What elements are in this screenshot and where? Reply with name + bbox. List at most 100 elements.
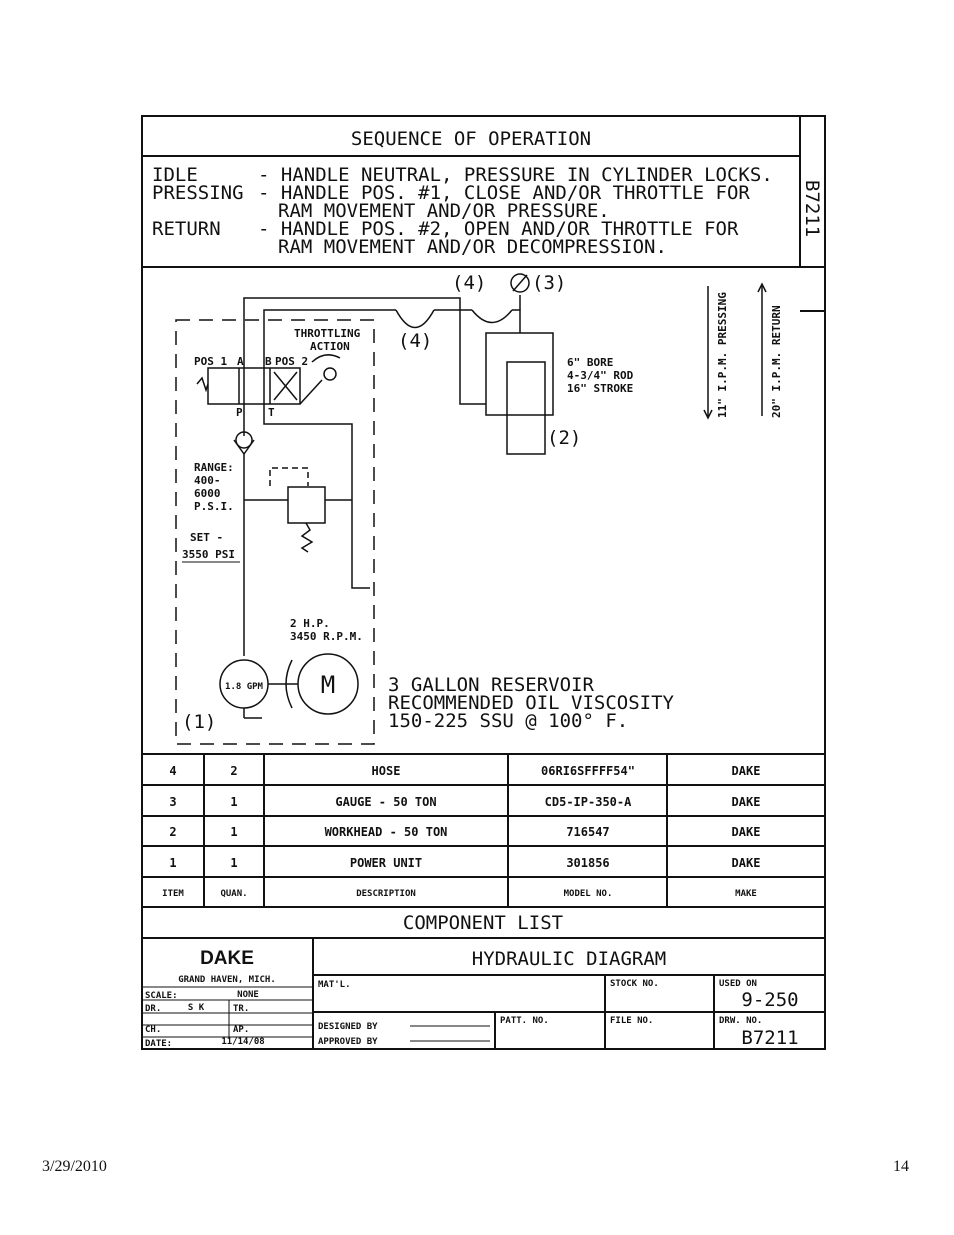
reservoir-line-3: 150-225 SSU @ 100° F. [388,710,628,732]
ap-label: AP. [233,1025,249,1035]
scale-value: NONE [237,990,259,1000]
table-row-3-desc: GAUGE - 50 TON [335,795,436,809]
label-action: ACTION [310,340,350,353]
company-name: DAKE [200,948,254,969]
side-drawing-id: B7211 [801,180,823,237]
table-row-2-item: 2 [169,825,176,839]
table-row-4-model: 06RI6SFFFF54" [541,764,635,778]
column-header-item: ITEM [162,889,184,899]
table-row-2-quan: 1 [230,825,237,839]
step-return-desc-2: RAM MOVEMENT AND/OR DECOMPRESSION. [278,236,667,258]
table-row-4-quan: 2 [230,764,237,778]
label-pos2: POS 2 [275,355,308,368]
table-row-1-model: 301856 [566,856,609,870]
label-hose-4-lower: (4) [398,330,432,352]
table-row-4-desc: HOSE [372,764,401,778]
sequence-steps: IDLE - HANDLE NEUTRAL, PRESSURE IN CYLIN… [152,164,773,258]
label-pump-gpm: 1.8 GPM [225,682,264,692]
step-pressing-desc-2: RAM MOVEMENT AND/OR PRESSURE. [278,200,610,222]
label-range-3: 6000 [194,487,221,500]
tr-label: TR. [233,1004,249,1014]
page-number: 14 [893,1158,909,1175]
label-t: T [268,406,275,419]
label-gauge-3: (3) [532,272,566,294]
label-return-speed: 20" I.P.M. RETURN [770,305,783,418]
hose-arc-lower [395,309,435,329]
table-row-2-model: 716547 [566,825,609,839]
label-cylinder-2: (2) [547,427,581,449]
date-label: DATE: [145,1039,172,1049]
label-stroke: 16" STROKE [567,382,633,395]
used-on-value: 9-250 [741,989,798,1011]
step-pressing-term: PRESSING [152,182,244,204]
drw-label: DRW. NO. [719,1016,762,1026]
designed-by-label: DESIGNED BY [318,1022,378,1032]
label-rod: 4-3/4" ROD [567,369,634,382]
title-block: DAKE GRAND HAVEN, MICH. SCALE: NONE DR. … [145,948,799,1049]
cylinder-rod [506,361,546,455]
table-row-2-desc: WORKHEAD - 50 TON [325,825,448,839]
label-set-2: 3550 PSI [182,548,235,561]
table-row-1-make: DAKE [732,856,761,870]
patt-label: PATT. NO. [500,1016,549,1026]
table-row-3-quan: 1 [230,795,237,809]
drw-value: B7211 [741,1027,798,1049]
step-idle-desc: - HANDLE NEUTRAL, PRESSURE IN CYLINDER L… [258,164,773,186]
table-row-2-make: DAKE [732,825,761,839]
table-row-3-make: DAKE [732,795,761,809]
table-row-1-quan: 1 [230,856,237,870]
schematic [175,273,767,745]
step-return-term: RETURN [152,218,221,240]
column-header-model: MODEL NO. [564,889,613,899]
label-range-4: P.S.I. [194,500,234,513]
date-value: 11/14/08 [221,1037,264,1047]
table-row-1-desc: POWER UNIT [350,856,422,870]
column-header-description: DESCRIPTION [356,889,416,899]
label-hp: 2 H.P. [290,617,330,630]
dr-label: DR. [145,1004,161,1014]
label-range-1: RANGE: [194,461,234,474]
component-table: 4 2 HOSE 06RI6SFFFF54" DAKE 3 1 GAUGE - … [162,764,760,934]
scale-label: SCALE: [145,991,178,1001]
step-return-desc: - HANDLE POS. #2, OPEN AND/OR THROTTLE F… [258,218,739,240]
approved-by-label: APPROVED BY [318,1037,378,1047]
company-location: GRAND HAVEN, MICH. [178,975,276,985]
table-row-4-item: 4 [169,764,176,778]
dr-value: S K [188,1003,205,1013]
ch-label: CH. [145,1025,161,1035]
label-motor: M [321,671,335,699]
table-row-4-make: DAKE [732,764,761,778]
column-header-make: MAKE [735,889,757,899]
step-pressing-desc: - HANDLE POS. #1, CLOSE AND/OR THROTTLE … [258,182,750,204]
component-list-title: COMPONENT LIST [403,912,563,934]
label-throttling: THROTTLING [294,327,361,340]
label-a: A [237,355,244,368]
footer-date: 3/29/2010 [42,1158,107,1175]
label-set-1: SET - [190,531,223,544]
used-on-label: USED ON [719,979,757,989]
file-label: FILE NO. [610,1016,653,1026]
label-p: P [236,406,243,419]
step-idle-term: IDLE [152,164,198,186]
label-hose-4-upper: (4) [452,272,486,294]
label-pos1: POS 1 [194,355,227,368]
label-rpm: 3450 R.P.M. [290,630,363,643]
label-range-2: 400- [194,474,221,487]
drawing-title: HYDRAULIC DIAGRAM [472,948,666,970]
label-b: B [265,355,272,368]
reservoir-line-2: RECOMMENDED OIL VISCOSITY [388,692,675,714]
column-header-quan: QUAN. [220,889,247,899]
label-pressing-speed: 11" I.P.M. PRESSING [716,292,729,418]
table-row-3-item: 3 [169,795,176,809]
table-row-3-model: CD5-IP-350-A [545,795,632,809]
sequence-title: SEQUENCE OF OPERATION [351,128,591,150]
label-pump-1: (1) [182,711,216,733]
cylinder-body [485,332,554,416]
hose-arc-upper [471,309,513,324]
matl-label: MAT'L. [318,980,351,990]
table-row-1-item: 1 [169,856,176,870]
relief-valve [287,486,326,524]
label-bore: 6" BORE [567,356,613,369]
reservoir-line-1: 3 GALLON RESERVOIR [388,674,594,696]
